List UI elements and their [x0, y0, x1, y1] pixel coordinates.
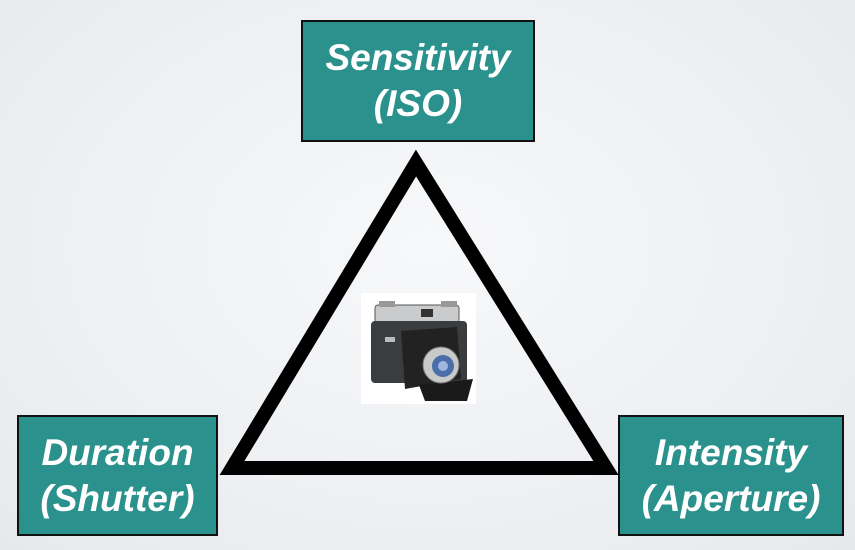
duration-shutter-box: Duration (Shutter) [17, 415, 218, 536]
sensitivity-label: Sensitivity [325, 37, 511, 78]
camera-icon [361, 293, 476, 404]
sensitivity-iso-box: Sensitivity (ISO) [301, 20, 535, 142]
intensity-aperture-box: Intensity (Aperture) [618, 415, 844, 536]
shutter-label: (Shutter) [40, 477, 195, 519]
aperture-label: (Aperture) [641, 477, 821, 519]
iso-label: (ISO) [373, 83, 463, 124]
duration-label: Duration [41, 431, 194, 473]
intensity-label: Intensity [654, 431, 808, 473]
triangle-outline [219, 149, 619, 475]
